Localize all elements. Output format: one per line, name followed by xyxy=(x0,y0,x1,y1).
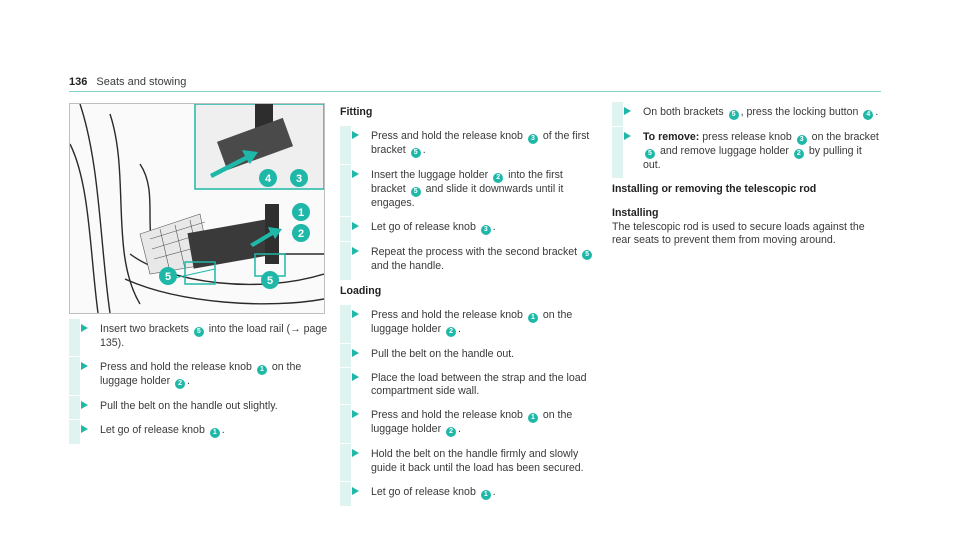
callout-4: 4 xyxy=(265,173,272,185)
page-number: 136 xyxy=(69,76,88,88)
loading-heading: Loading xyxy=(340,284,382,297)
callout-badge: 2 xyxy=(493,173,504,184)
step: On both brackets 5, press the locking bu… xyxy=(612,102,882,126)
arrow-icon xyxy=(624,132,631,140)
fitting-heading: Fitting xyxy=(340,106,373,118)
callout-badge: 2 xyxy=(175,379,186,390)
step: Pull the belt on the handle out slightly… xyxy=(69,396,339,420)
arrow-icon xyxy=(352,373,359,382)
arrow-icon xyxy=(352,486,359,495)
column-2: Fitting Press and hold the release knob … xyxy=(340,106,600,511)
callout-badge: 1 xyxy=(480,489,491,500)
callout-badge: 2 xyxy=(446,427,457,438)
step: Press and hold the release knob 3 of the… xyxy=(340,126,600,165)
callout-badge: 2 xyxy=(446,326,457,337)
callout-badge: 2 xyxy=(793,149,804,159)
arrow-icon xyxy=(352,449,359,458)
header-rule xyxy=(69,91,881,92)
callout-5-right: 5 xyxy=(267,275,273,287)
arrow-icon xyxy=(352,348,359,357)
callout-5-left: 5 xyxy=(165,271,171,283)
step: To remove: press release knob 3 on the b… xyxy=(612,127,882,179)
luggage-holder-illustration: 4 3 1 2 5 5 xyxy=(69,103,325,314)
installing-paragraph: The telescopic rod is used to secure loa… xyxy=(612,220,865,246)
callout-1: 1 xyxy=(298,207,304,219)
callout-badge: 1 xyxy=(527,312,538,323)
step: Let go of release knob 1. xyxy=(340,481,600,506)
callout-2: 2 xyxy=(298,228,304,240)
step: Pull the belt on the handle out. xyxy=(340,343,600,368)
arrow-icon xyxy=(352,170,359,179)
step: Place the load between the strap and the… xyxy=(340,368,600,405)
callout-badge: 3 xyxy=(527,134,538,145)
step: Let go of release knob 1. xyxy=(69,420,339,445)
callout-badge: 3 xyxy=(480,225,491,236)
arrow-icon xyxy=(352,410,359,419)
step: Insert the luggage holder 2 into the fir… xyxy=(340,165,600,217)
column-1: Insert two brackets 5 into the load rail… xyxy=(69,319,339,449)
callout-badge: 1 xyxy=(256,365,267,376)
callout-badge: 4 xyxy=(863,110,874,120)
section-title: Seats and stowing xyxy=(96,76,187,88)
callout-3: 3 xyxy=(296,173,302,185)
step: Insert two brackets 5 into the load rail… xyxy=(69,319,339,357)
step: Press and hold the release knob 1 on the… xyxy=(340,405,600,444)
callout-badge: 5 xyxy=(193,327,204,337)
callout-badge: 5 xyxy=(728,110,739,120)
arrow-icon xyxy=(81,362,88,371)
arrow-icon xyxy=(81,324,88,332)
arrow-icon xyxy=(352,131,359,140)
page-header: 136 Seats and stowing xyxy=(69,76,186,88)
arrow-icon xyxy=(352,309,359,318)
telescopic-rod-heading: Installing or removing the telescopic ro… xyxy=(612,183,817,196)
step: Repeat the process with the second brack… xyxy=(340,242,600,280)
step: Let go of release knob 3. xyxy=(340,217,600,242)
callout-badge: 1 xyxy=(527,413,538,424)
arrow-icon xyxy=(81,425,88,434)
callout-badge: 5 xyxy=(410,187,421,198)
step: Hold the belt on the handle firmly and s… xyxy=(340,444,600,481)
callout-badge: 3 xyxy=(796,135,807,145)
installing-subheading: Installing xyxy=(612,207,659,220)
arrow-icon xyxy=(81,401,88,410)
arrow-icon xyxy=(624,107,631,115)
arrow-icon xyxy=(352,247,359,256)
to-remove-label: To remove: xyxy=(643,131,700,143)
step: Press and hold the release knob 1 on the… xyxy=(340,304,600,343)
callout-badge: 1 xyxy=(209,428,220,439)
callout-badge: 5 xyxy=(645,149,655,159)
column-3: On both brackets 5, press the locking bu… xyxy=(612,102,882,255)
arrow-icon xyxy=(352,222,359,231)
callout-badge: 5 xyxy=(582,250,593,261)
callout-badge: 5 xyxy=(410,148,421,159)
step: Press and hold the release knob 1 on the… xyxy=(69,357,339,396)
illustration-svg: 4 3 1 2 5 5 xyxy=(70,104,324,313)
